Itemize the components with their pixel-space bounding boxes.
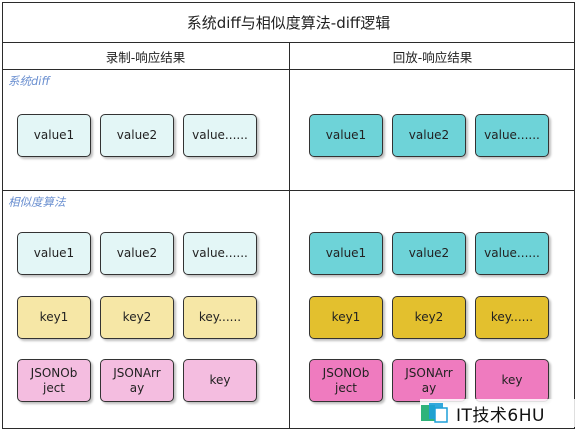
sim-record-key-more-box: key...... — [183, 296, 257, 339]
record-value-more-box: value...... — [183, 114, 257, 157]
sim-replay-key-more-box: key...... — [475, 296, 549, 339]
title-divider — [2, 42, 575, 43]
section-divider — [2, 190, 575, 191]
sim-replay-jsonarray-box: JSONArr ay — [392, 359, 466, 402]
record-value1-box: value1 — [17, 114, 91, 157]
sim-record-key2-box: key2 — [100, 296, 174, 339]
sim-record-key1-box: key1 — [17, 296, 91, 339]
column-header-replay: 回放-响应结果 — [392, 49, 473, 65]
diagram-frame — [2, 2, 575, 429]
sim-replay-value1-box: value1 — [309, 232, 383, 275]
sim-replay-key-box: key — [475, 359, 549, 402]
watermark: IT技术6HU — [420, 399, 575, 427]
section-label-system-diff: 系统diff — [8, 74, 50, 88]
diagram-title: 系统diff与相似度算法-diff逻辑 — [186, 13, 391, 32]
watermark-text: IT技术6HU — [456, 405, 545, 426]
sim-record-jsonobject-box: JSONOb ject — [17, 359, 91, 402]
replay-value1-box: value1 — [309, 114, 383, 157]
sim-record-value1-box: value1 — [17, 232, 91, 275]
replay-value2-box: value2 — [392, 114, 466, 157]
column-divider — [289, 42, 290, 429]
sim-replay-value-more-box: value...... — [475, 232, 549, 275]
sim-record-value2-box: value2 — [100, 232, 174, 275]
sim-record-key-box: key — [183, 359, 257, 402]
sim-replay-key1-box: key1 — [309, 296, 383, 339]
column-header-record: 录制-响应结果 — [105, 49, 186, 65]
section-label-similarity: 相似度算法 — [8, 195, 66, 209]
sim-replay-jsonobject-box: JSONOb ject — [309, 359, 383, 402]
header-divider — [2, 69, 575, 70]
record-value2-box: value2 — [100, 114, 174, 157]
watermark-logo-icon — [420, 402, 452, 424]
sim-record-value-more-box: value...... — [183, 232, 257, 275]
replay-value-more-box: value...... — [475, 114, 549, 157]
sim-record-jsonarray-box: JSONArr ay — [100, 359, 174, 402]
sim-replay-value2-box: value2 — [392, 232, 466, 275]
sim-replay-key2-box: key2 — [392, 296, 466, 339]
